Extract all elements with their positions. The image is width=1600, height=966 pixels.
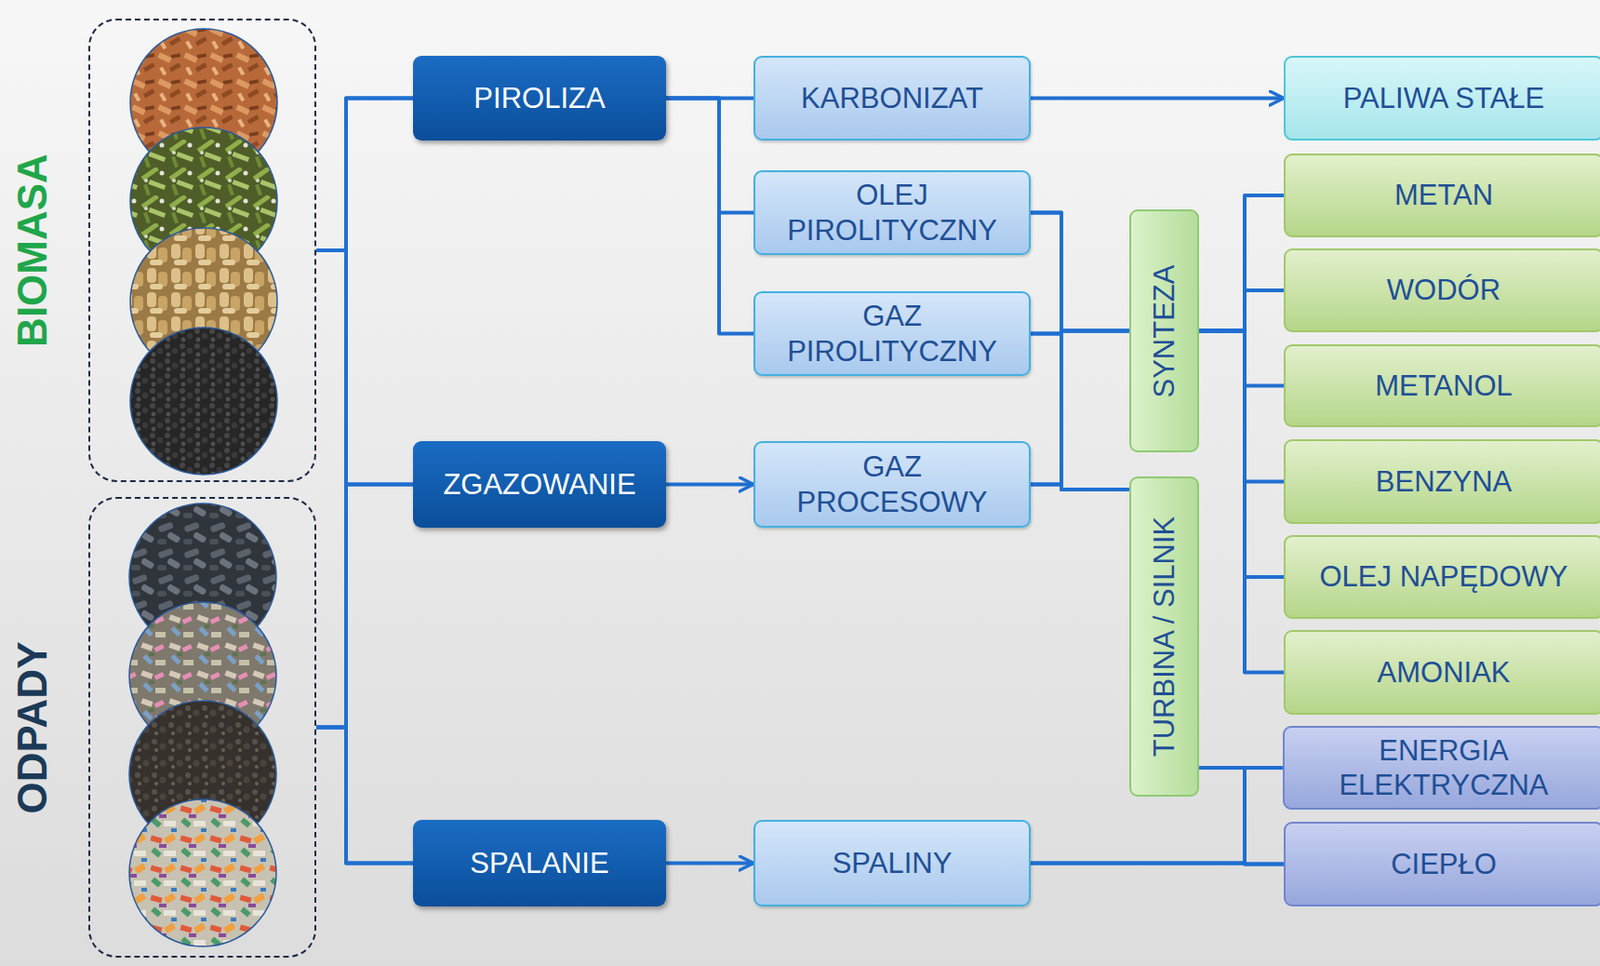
granulate-photo [130,327,278,475]
connector [1030,484,1130,491]
product-box: KARBONIZAT [753,55,1031,141]
output-box: METANOL [1283,344,1600,427]
connector [1030,333,1130,491]
box-label: METANOL [1374,368,1513,403]
connector [666,861,754,866]
output-box: PALIWA STAŁE [1283,55,1600,141]
connector [316,250,414,485]
connector [1199,195,1284,332]
connector [1199,331,1284,482]
box-label: WODÓR [1386,272,1501,307]
connector [316,98,414,252]
connector [1030,96,1284,101]
input-group: BIOMASA [88,18,317,482]
output-box: METAN [1283,153,1600,238]
conversion-box: TURBINA / SILNIK [1129,476,1200,797]
product-box: GAZ PROCESOWY [753,440,1031,528]
connector [1199,767,1284,865]
connector [666,98,754,334]
box-label: AMONIAK [1377,654,1511,690]
connector [1030,213,1130,491]
connector [1199,290,1284,332]
connector [1199,331,1284,673]
box-label: SPALANIE [469,845,609,880]
box-label: PALIWA STAŁE [1343,80,1546,116]
connector [316,484,414,728]
output-box: CIEPŁO [1283,821,1600,907]
product-box: OLEJ PIROLITYCZNY [753,170,1031,255]
box-label: KARBONIZAT [800,80,984,116]
box-label: BENZYNA [1375,464,1512,499]
output-box: ENERGIA ELEKTRYCZNA [1282,725,1600,810]
output-box: AMONIAK [1283,629,1600,715]
connector [1199,331,1284,387]
box-label: METAN [1394,177,1494,213]
conversion-box: SYNTEZA [1129,209,1200,453]
connector [1030,213,1130,332]
connector [666,98,754,214]
product-box: SPALINY [753,819,1031,907]
connector [316,98,414,728]
box-label: TURBINA / SILNIK [1146,516,1182,757]
output-box: WODÓR [1283,248,1600,333]
box-label: SYNTEZA [1146,264,1182,398]
process-box: ZGAZOWANIE [413,440,667,528]
box-label: ZGAZOWANIE [442,466,636,502]
output-box: OLEJ NAPĘDOWY [1283,534,1600,619]
box-label: SPALINY [832,845,953,880]
box-label: PIROLIZA [473,80,605,116]
box-label: GAZ PROCESOWY [775,449,1009,519]
connector [1030,863,1284,865]
box-label: CIEPŁO [1390,846,1497,881]
connector [316,250,414,864]
group-heading: BIOMASA [8,153,58,347]
box-label: GAZ PIROLITYCZNY [775,298,1009,368]
product-box: GAZ PIROLITYCZNY [753,291,1031,376]
group-heading: ODPADY [8,640,58,814]
connector [316,727,414,864]
input-group: ODPADY [88,496,317,958]
box-label: OLEJ PIROLITYCZNY [775,177,1009,247]
connector [666,482,754,487]
process-box: PIROLIZA [413,55,667,141]
process-box: SPALANIE [413,819,667,907]
waste-photos [129,503,277,947]
plastic-waste-photo [129,799,277,947]
connector [1199,331,1284,578]
box-label: ENERGIA ELEKTRYCZNA [1294,733,1593,802]
box-label: OLEJ NAPĘDOWY [1320,559,1569,594]
biomass-photos [130,28,278,475]
connector [1030,331,1130,485]
output-box: BENZYNA [1283,439,1600,524]
